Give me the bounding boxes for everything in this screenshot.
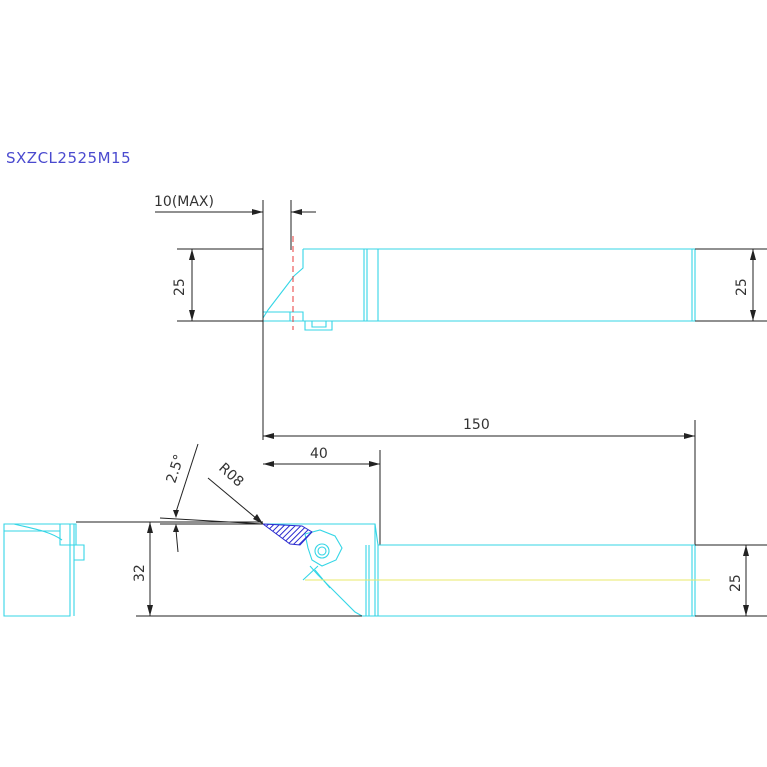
right-bottom-height-label: 25 xyxy=(728,574,744,592)
length-total-label: 150 xyxy=(463,417,490,433)
top-holder-outline xyxy=(262,248,767,322)
dim-right-bottom-height: 25 xyxy=(695,544,767,617)
dim-max-depth: 10(MAX) xyxy=(154,194,316,440)
cutting-insert xyxy=(261,523,313,546)
max-depth-label: 10(MAX) xyxy=(154,194,214,210)
dim-tip-height: 32 xyxy=(76,521,362,617)
dim-right-top-height: 25 xyxy=(695,248,767,322)
dim-length-head: 40 xyxy=(263,446,381,545)
radius-label: R08 xyxy=(215,460,246,490)
right-top-height-label: 25 xyxy=(734,278,750,296)
angle-label: 2.5° xyxy=(164,452,188,485)
length-head-label: 40 xyxy=(310,446,328,462)
end-view-outline xyxy=(3,523,75,617)
top-height-label: 25 xyxy=(172,278,188,296)
front-holder-outline xyxy=(263,523,767,617)
front-view xyxy=(3,523,767,617)
top-view xyxy=(262,236,767,331)
dim-length-total: 150 xyxy=(263,417,696,545)
tip-height-label: 32 xyxy=(132,564,148,582)
dim-radius: R08 xyxy=(207,460,264,525)
drawing-title: SXZCL2525M15 xyxy=(6,149,131,167)
dim-angle: 2.5° xyxy=(159,443,264,553)
dim-top-height: 25 xyxy=(172,248,263,322)
